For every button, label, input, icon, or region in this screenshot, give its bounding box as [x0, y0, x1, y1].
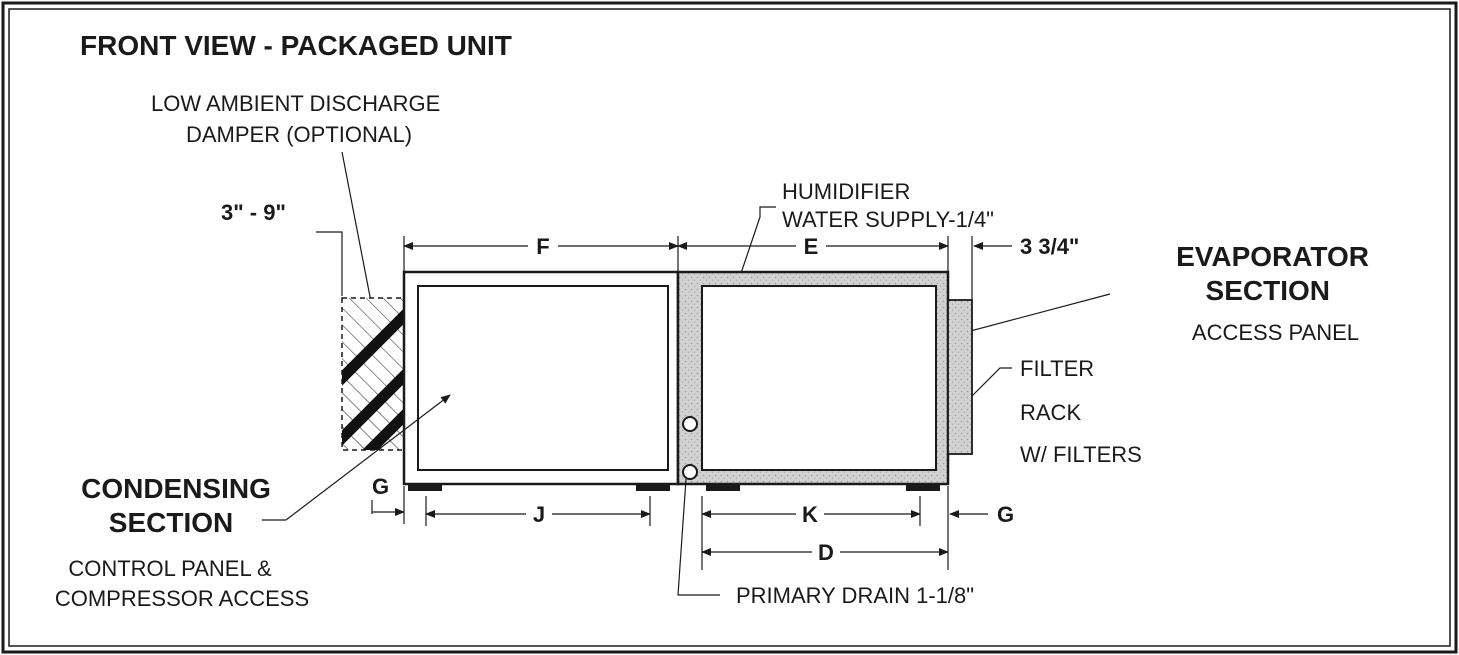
humidifier-label-line1: HUMIDIFIER [782, 179, 910, 204]
f-label-bg [528, 234, 558, 258]
dimension-f: F [536, 234, 549, 259]
dimension-filter-depth: 3 3/4" [1020, 234, 1079, 259]
k-label-bg [796, 502, 824, 526]
e-label-bg [796, 234, 826, 258]
diagram-title: FRONT VIEW - PACKAGED UNIT [80, 30, 512, 61]
dimension-k: K [802, 502, 818, 527]
foot-3 [706, 484, 740, 491]
drain-leader [677, 478, 720, 596]
condensing-label-line1: CONDENSING [81, 473, 271, 504]
condensing-access-panel [417, 285, 669, 471]
evaporator-label-line2: SECTION [1206, 275, 1330, 306]
foot-1 [408, 484, 442, 491]
low-ambient-damper [341, 297, 405, 451]
condensing-leader [285, 394, 451, 521]
humidifier-connection [682, 416, 698, 432]
damper-range-dimension: 3" - 9" [221, 200, 286, 225]
damper-range-extension [316, 231, 343, 296]
damper-label-line2: DAMPER (OPTIONAL) [186, 122, 412, 147]
condensing-label-line2: SECTION [109, 507, 233, 538]
d-label-bg [812, 540, 840, 564]
evaporator-access-panel [701, 285, 937, 471]
condensing-sublabel-line2: COMPRESSOR ACCESS [55, 586, 309, 611]
j-label-bg [526, 502, 552, 526]
filter-rack [947, 299, 973, 455]
filter-leader [971, 367, 1012, 397]
inner-border [8, 8, 1451, 647]
primary-drain-connection [682, 464, 698, 480]
foot-2 [636, 484, 670, 491]
dimension-e: E [804, 234, 819, 259]
filter-label-line2: RACK [1020, 400, 1081, 425]
filter-label-line1: FILTER [1020, 356, 1094, 381]
dimension-j: J [533, 502, 545, 527]
dimension-d: D [818, 540, 834, 565]
dimension-g-right: G [997, 502, 1014, 527]
drain-label: PRIMARY DRAIN 1-1/8" [736, 583, 974, 608]
evaporator-label-line1: EVAPORATOR [1176, 241, 1369, 272]
foot-4 [906, 484, 940, 491]
evaporator-sublabel: ACCESS PANEL [1192, 320, 1359, 345]
dimension-g-left: G [372, 474, 389, 499]
condensing-sublabel-line1: CONTROL PANEL & [68, 556, 272, 581]
humidifier-label-line2: WATER SUPPLY-1/4" [782, 207, 994, 232]
filter-label-line3: W/ FILTERS [1020, 442, 1142, 467]
damper-label-line1: LOW AMBIENT DISCHARGE [151, 91, 440, 116]
